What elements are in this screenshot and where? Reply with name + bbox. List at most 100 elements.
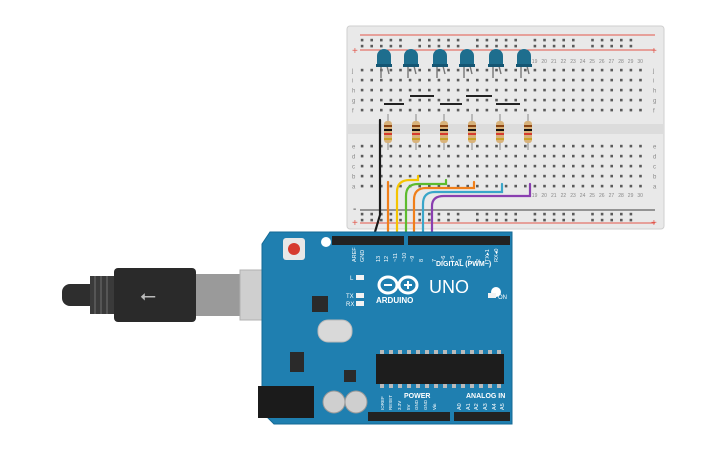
terminal-hole[interactable] [639, 174, 642, 178]
rail-hole[interactable] [533, 212, 537, 216]
terminal-hole[interactable] [476, 154, 479, 158]
terminal-hole[interactable] [620, 108, 623, 112]
rail-hole[interactable] [399, 38, 402, 42]
resistor[interactable] [496, 114, 504, 150]
terminal-hole[interactable] [620, 78, 623, 82]
terminal-hole[interactable] [447, 174, 450, 178]
terminal-hole[interactable] [610, 78, 613, 82]
rail-hole[interactable] [514, 38, 517, 42]
terminal-hole[interactable] [504, 154, 508, 158]
rail-hole[interactable] [543, 212, 546, 216]
terminal-hole[interactable] [552, 164, 556, 168]
terminal-hole[interactable] [485, 98, 489, 102]
rail-hole[interactable] [370, 38, 373, 42]
terminal-hole[interactable] [591, 98, 594, 102]
terminal-hole[interactable] [533, 68, 537, 72]
terminal-hole[interactable] [447, 98, 450, 102]
rail-hole[interactable] [504, 38, 508, 42]
terminal-hole[interactable] [380, 154, 383, 158]
terminal-hole[interactable] [610, 88, 613, 92]
terminal-hole[interactable] [572, 144, 575, 148]
terminal-hole[interactable] [514, 164, 517, 168]
terminal-hole[interactable] [485, 184, 489, 188]
terminal-hole[interactable] [456, 154, 460, 158]
rail-hole[interactable] [572, 44, 575, 48]
terminal-hole[interactable] [543, 78, 546, 82]
terminal-hole[interactable] [581, 68, 585, 72]
terminal-hole[interactable] [476, 108, 479, 112]
terminal-hole[interactable] [581, 108, 585, 112]
terminal-hole[interactable] [437, 164, 441, 168]
terminal-hole[interactable] [495, 68, 498, 72]
terminal-hole[interactable] [572, 108, 575, 112]
reset-button-cap[interactable] [288, 243, 300, 255]
terminal-hole[interactable] [629, 78, 633, 82]
terminal-hole[interactable] [524, 164, 527, 168]
rail-hole[interactable] [418, 38, 421, 42]
rail-hole[interactable] [437, 212, 441, 216]
terminal-hole[interactable] [408, 154, 412, 158]
led[interactable] [403, 49, 419, 78]
rail-hole[interactable] [620, 218, 623, 222]
terminal-hole[interactable] [360, 68, 364, 72]
terminal-hole[interactable] [380, 108, 383, 112]
rail-hole[interactable] [389, 38, 393, 42]
terminal-hole[interactable] [591, 88, 594, 92]
terminal-hole[interactable] [370, 154, 373, 158]
terminal-hole[interactable] [476, 98, 479, 102]
power-header[interactable] [368, 412, 450, 421]
terminal-hole[interactable] [543, 98, 546, 102]
terminal-hole[interactable] [562, 184, 565, 188]
rail-hole[interactable] [591, 218, 594, 222]
terminal-hole[interactable] [620, 154, 623, 158]
terminal-hole[interactable] [456, 68, 460, 72]
rail-hole[interactable] [610, 218, 613, 222]
terminal-hole[interactable] [360, 108, 364, 112]
terminal-hole[interactable] [485, 144, 489, 148]
terminal-hole[interactable] [620, 164, 623, 168]
terminal-hole[interactable] [428, 174, 431, 178]
rail-hole[interactable] [437, 38, 441, 42]
terminal-hole[interactable] [514, 184, 517, 188]
terminal-hole[interactable] [524, 174, 527, 178]
terminal-hole[interactable] [447, 88, 450, 92]
terminal-hole[interactable] [533, 174, 537, 178]
terminal-hole[interactable] [370, 174, 373, 178]
terminal-hole[interactable] [408, 108, 412, 112]
rail-hole[interactable] [485, 38, 489, 42]
terminal-hole[interactable] [418, 98, 421, 102]
terminal-hole[interactable] [447, 78, 450, 82]
terminal-hole[interactable] [591, 68, 594, 72]
led-link-wires[interactable] [384, 95, 520, 105]
terminal-hole[interactable] [399, 184, 402, 188]
terminal-hole[interactable] [476, 174, 479, 178]
rail-hole[interactable] [610, 212, 613, 216]
terminal-hole[interactable] [504, 88, 508, 92]
terminal-hole[interactable] [437, 88, 441, 92]
terminal-hole[interactable] [543, 164, 546, 168]
terminal-hole[interactable] [428, 164, 431, 168]
rail-hole[interactable] [370, 44, 373, 48]
rail-hole[interactable] [495, 44, 498, 48]
jumper-wires[interactable] [370, 118, 532, 244]
terminal-hole[interactable] [629, 154, 633, 158]
terminal-hole[interactable] [370, 78, 373, 82]
terminal-hole[interactable] [543, 174, 546, 178]
terminal-hole[interactable] [600, 174, 604, 178]
rail-hole[interactable] [591, 38, 594, 42]
terminal-hole[interactable] [543, 68, 546, 72]
terminal-hole[interactable] [437, 144, 441, 148]
terminal-hole[interactable] [562, 98, 565, 102]
terminal-hole[interactable] [495, 184, 498, 188]
analog-header[interactable] [454, 412, 510, 421]
terminal-hole[interactable] [552, 98, 556, 102]
terminal-hole[interactable] [476, 78, 479, 82]
terminal-hole[interactable] [514, 88, 517, 92]
rail-hole[interactable] [572, 218, 575, 222]
rail-hole[interactable] [428, 44, 431, 48]
terminal-hole[interactable] [600, 98, 604, 102]
rail-hole[interactable] [562, 212, 565, 216]
terminal-hole[interactable] [428, 184, 431, 188]
